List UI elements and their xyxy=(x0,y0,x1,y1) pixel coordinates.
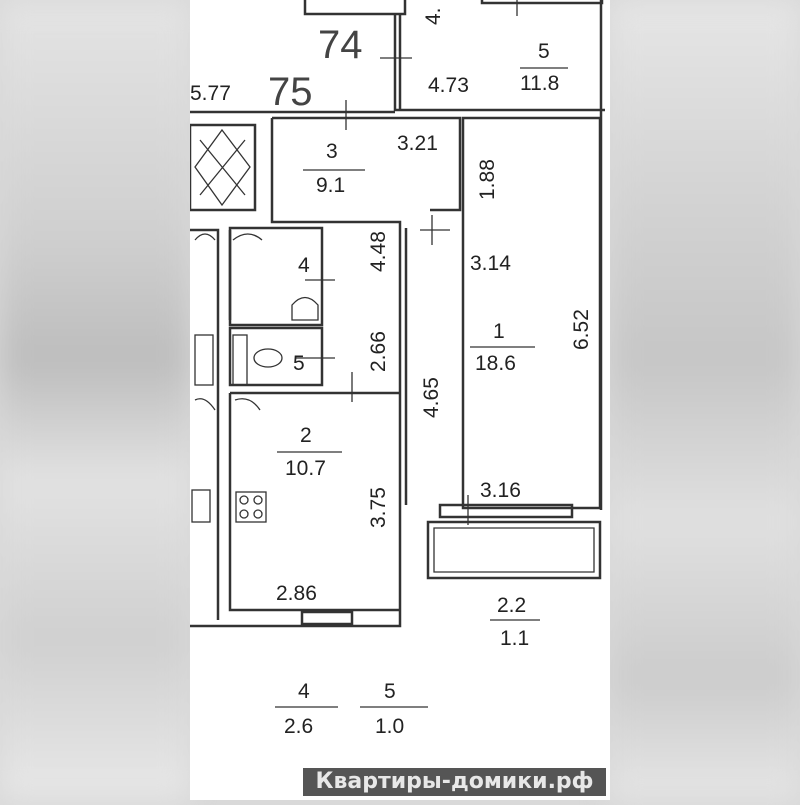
dimension: 1.88 xyxy=(476,159,499,200)
room-number: 1 xyxy=(493,320,505,343)
watermark-logo: Квартиры-домики.рф xyxy=(303,768,606,796)
wall xyxy=(393,14,605,112)
legend-number: 5 xyxy=(384,680,396,703)
dimension: 3.14 xyxy=(470,252,511,275)
dimension: 2.86 xyxy=(276,582,317,605)
stove-icon xyxy=(235,491,267,523)
room-area: 10.7 xyxy=(285,457,326,480)
room-number: 4 xyxy=(298,254,310,277)
dimension: 5.77 xyxy=(190,82,231,105)
dimension: 4.73 xyxy=(428,74,469,97)
room-number: 2 xyxy=(300,424,312,447)
floor-plan: 74 75 4. 5.77 4.73 5 11.8 3 9.1 3.21 1.8… xyxy=(188,0,610,800)
building-number: 74 xyxy=(318,23,363,67)
building-number: 75 xyxy=(268,70,313,114)
balcony-door xyxy=(438,503,574,519)
dimension: 3.21 xyxy=(397,132,438,155)
kitchen-window xyxy=(300,610,354,626)
legend-area: 2.6 xyxy=(284,715,313,738)
dimension: 2.66 xyxy=(367,331,390,372)
dimension: 4.65 xyxy=(420,377,443,418)
kitchen-walls xyxy=(228,391,400,612)
blurred-background-right xyxy=(610,0,800,800)
dimension: 4.48 xyxy=(367,231,390,272)
room-area: 11.8 xyxy=(520,72,559,95)
dimension: 4. xyxy=(422,7,445,25)
room-area: 1.1 xyxy=(500,627,529,650)
room-number: 3 xyxy=(326,140,338,163)
dimension: 3.16 xyxy=(480,479,521,502)
balcony-walls xyxy=(426,520,602,580)
room-number: 5 xyxy=(538,40,550,63)
dimension: 6.52 xyxy=(570,309,593,350)
room-3-walls xyxy=(270,118,402,612)
legend-number: 4 xyxy=(298,680,310,703)
wc-walls xyxy=(228,326,324,387)
room-number: 5 xyxy=(293,352,305,375)
room-number: 2.2 xyxy=(497,594,526,617)
bathroom-walls xyxy=(228,226,324,327)
stair-box xyxy=(303,0,407,16)
blurred-background-left xyxy=(0,0,190,800)
room-1-walls xyxy=(461,116,602,510)
room-area: 18.6 xyxy=(475,352,516,375)
room-area: 9.1 xyxy=(316,174,345,197)
legend-area: 1.0 xyxy=(375,715,404,738)
dimension: 3.75 xyxy=(367,487,390,528)
window-top xyxy=(480,0,604,5)
floor-plan-drawing: 74 75 4. 5.77 4.73 5 11.8 3 9.1 3.21 1.8… xyxy=(188,0,605,738)
elevator-shaft xyxy=(188,123,257,212)
